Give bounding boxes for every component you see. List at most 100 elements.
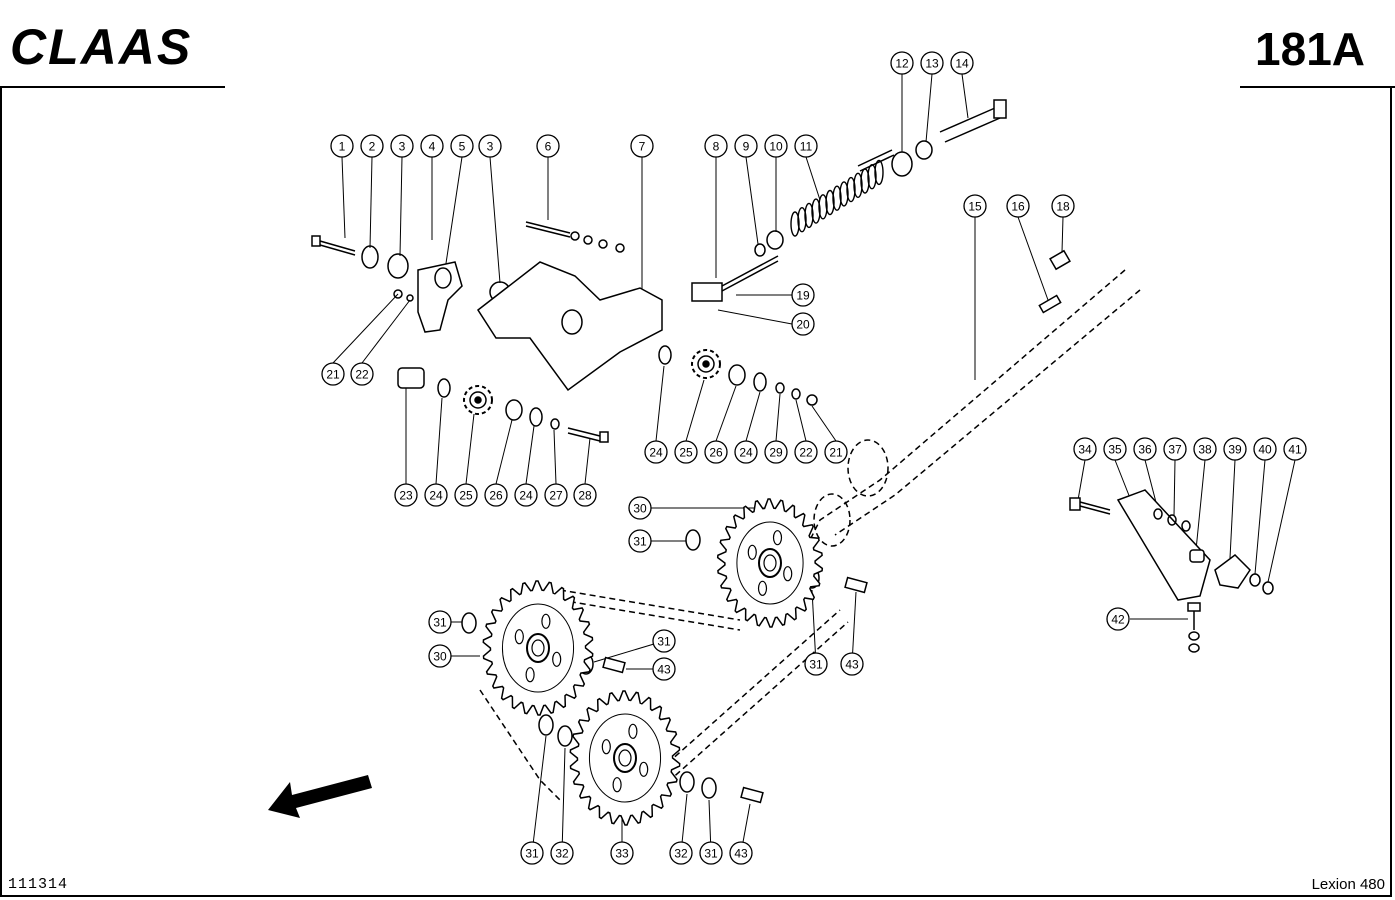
callout-top-0: 1 bbox=[330, 134, 354, 158]
nut-part-9 bbox=[754, 243, 766, 257]
washer-part-22-left bbox=[406, 294, 414, 302]
tensioner-arm-part-35 bbox=[1116, 489, 1211, 601]
callout-drive-8: 31 bbox=[520, 841, 544, 865]
callout-drive-3: 30 bbox=[428, 644, 452, 668]
callout-label: 31 bbox=[809, 658, 823, 672]
callout-label: 38 bbox=[1198, 443, 1212, 457]
callout-drive-12: 31 bbox=[699, 841, 723, 865]
callout-label: 23 bbox=[399, 489, 413, 503]
callout-pin-0: 19 bbox=[791, 283, 815, 307]
callout-label: 39 bbox=[1228, 443, 1242, 457]
callout-top-5: 3 bbox=[478, 134, 502, 158]
bolt-part-42 bbox=[1187, 602, 1201, 653]
leader-lines bbox=[332, 73, 1296, 854]
callout-tensioner-bolt-0: 42 bbox=[1106, 607, 1130, 631]
callout-label: 30 bbox=[433, 650, 447, 664]
nut-part-36 bbox=[1153, 508, 1163, 520]
spring-clip-part-18 bbox=[1049, 249, 1071, 271]
callout-top-4: 5 bbox=[450, 134, 474, 158]
callout-label: 32 bbox=[555, 847, 569, 861]
header-rule-right bbox=[1240, 86, 1395, 88]
callout-tensioner-2: 36 bbox=[1133, 437, 1157, 461]
washer-part-13 bbox=[915, 140, 933, 160]
callout-right-bottom-6: 21 bbox=[824, 440, 848, 464]
bolt-part-1 bbox=[311, 235, 356, 256]
drawing-frame bbox=[0, 87, 1392, 897]
callout-tensioner-5: 39 bbox=[1223, 437, 1247, 461]
header-rule-left bbox=[0, 86, 225, 88]
callout-label: 5 bbox=[459, 140, 466, 154]
callout-label: 20 bbox=[796, 318, 810, 332]
sprocket-part-25-right bbox=[691, 349, 721, 379]
part-sketches bbox=[311, 99, 1274, 804]
callout-drive-11: 32 bbox=[669, 841, 693, 865]
callout-label: 18 bbox=[1056, 200, 1070, 214]
travel-direction-arrow bbox=[268, 775, 372, 818]
nut-part-41 bbox=[1262, 581, 1274, 595]
callout-label: 22 bbox=[355, 368, 369, 382]
callout-drive-7: 43 bbox=[840, 652, 864, 676]
ring-part-24b bbox=[529, 407, 543, 427]
callout-label: 43 bbox=[845, 658, 859, 672]
key-part-43a bbox=[844, 576, 868, 594]
callout-label: 40 bbox=[1258, 443, 1272, 457]
callout-label: 31 bbox=[525, 847, 539, 861]
callout-right-bottom-5: 22 bbox=[794, 440, 818, 464]
washer-part-2 bbox=[361, 245, 379, 269]
lever-part-5 bbox=[417, 261, 463, 333]
callout-right-bottom-0: 24 bbox=[644, 440, 668, 464]
ring-part-32b bbox=[679, 771, 695, 793]
snap-ring-part-31e bbox=[538, 714, 554, 736]
callout-drive-10: 33 bbox=[610, 841, 634, 865]
callout-tensioner-1: 35 bbox=[1103, 437, 1127, 461]
callout-label: 1 bbox=[339, 140, 346, 154]
callout-label: 21 bbox=[326, 368, 340, 382]
snap-ring-part-31a bbox=[685, 529, 701, 551]
callout-label: 43 bbox=[657, 663, 671, 677]
callout-right-bottom-3: 24 bbox=[734, 440, 758, 464]
ring-part-24c bbox=[658, 345, 672, 365]
callout-top-16: 16 bbox=[1006, 194, 1030, 218]
bolt-part-28 bbox=[567, 427, 609, 443]
callout-label: 24 bbox=[519, 489, 533, 503]
callout-label: 19 bbox=[796, 289, 810, 303]
callout-tensioner-7: 41 bbox=[1283, 437, 1307, 461]
callout-right-bottom-1: 25 bbox=[674, 440, 698, 464]
callout-top-7: 7 bbox=[630, 134, 654, 158]
callout-label: 3 bbox=[399, 140, 406, 154]
callout-label: 36 bbox=[1138, 443, 1152, 457]
callout-label: 37 bbox=[1168, 443, 1182, 457]
callout-drive-5: 43 bbox=[652, 657, 676, 681]
spacer-part-38 bbox=[1189, 549, 1205, 563]
callout-label: 31 bbox=[657, 635, 671, 649]
nut-part-21-left bbox=[393, 289, 403, 299]
callout-top-3: 4 bbox=[420, 134, 444, 158]
callout-top-17: 18 bbox=[1051, 194, 1075, 218]
callout-label: 9 bbox=[743, 140, 750, 154]
ring-part-32a bbox=[557, 725, 573, 747]
callout-drive-1: 31 bbox=[628, 529, 652, 553]
callout-label: 3 bbox=[487, 140, 494, 154]
callout-label: 33 bbox=[615, 847, 629, 861]
callout-label: 21 bbox=[829, 446, 843, 460]
callout-label: 26 bbox=[709, 446, 723, 460]
hub-part-26a bbox=[505, 399, 523, 421]
bolt-part-34 bbox=[1069, 497, 1111, 515]
callout-label: 35 bbox=[1108, 443, 1122, 457]
callout-drive-0: 30 bbox=[628, 496, 652, 520]
sprocket-part-25-left bbox=[463, 385, 493, 415]
callout-right-bottom-4: 29 bbox=[764, 440, 788, 464]
page-number: 181A bbox=[1255, 23, 1365, 75]
nut-part-27 bbox=[550, 418, 560, 430]
callout-top-2: 3 bbox=[390, 134, 414, 158]
bolt-part-6 bbox=[525, 221, 625, 253]
callout-top-6: 6 bbox=[536, 134, 560, 158]
callout-label: 24 bbox=[429, 489, 443, 503]
callout-label: 25 bbox=[459, 489, 473, 503]
large-sprockets bbox=[482, 498, 824, 826]
callout-label: 31 bbox=[704, 847, 718, 861]
lever-eye bbox=[434, 267, 452, 289]
callout-label: 29 bbox=[769, 446, 783, 460]
